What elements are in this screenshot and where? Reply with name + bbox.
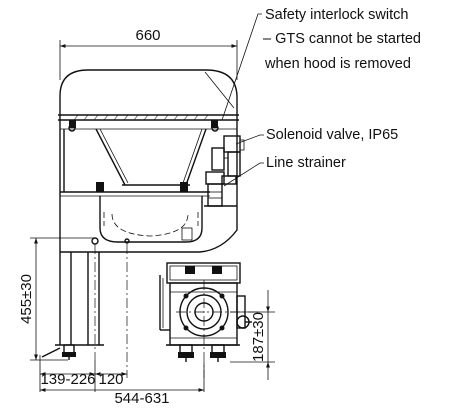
dimension-width-top: 660 <box>59 27 238 80</box>
left-legs <box>41 244 128 378</box>
callout-interlock-line2: – GTS cannot be started <box>263 31 421 47</box>
callout-interlock: Safety interlock switch – GTS cannot be … <box>221 7 421 121</box>
dimension-offset-b-label: 120 <box>98 371 123 388</box>
callout-strainer-label: Line strainer <box>266 155 346 171</box>
dimension-offset-c-label: 544-631 <box>114 390 169 407</box>
dimension-height-right: 187±30 <box>230 290 275 380</box>
machine-body <box>59 115 238 253</box>
callout-solenoid-label: Solenoid valve, IP65 <box>266 127 398 143</box>
dimension-height-left-label: 455±30 <box>18 274 35 324</box>
callout-interlock-line1: Safety interlock switch <box>265 7 408 23</box>
dimension-offsets: 139-226 120 544-631 <box>39 355 205 407</box>
callout-strainer: Line strainer <box>223 155 346 187</box>
dimension-height-left: 455±30 <box>18 237 95 361</box>
solenoid-valve <box>211 135 245 177</box>
hood <box>58 69 239 132</box>
callout-interlock-line3: when hood is removed <box>264 56 411 72</box>
callout-solenoid: Solenoid valve, IP65 <box>235 127 398 145</box>
line-strainer <box>204 171 237 207</box>
dimension-width-label: 660 <box>135 27 160 44</box>
dimension-offset-a-label: 139-226 <box>40 371 95 388</box>
dimension-height-right-label: 187±30 <box>250 312 267 362</box>
pump-unit <box>159 262 258 378</box>
